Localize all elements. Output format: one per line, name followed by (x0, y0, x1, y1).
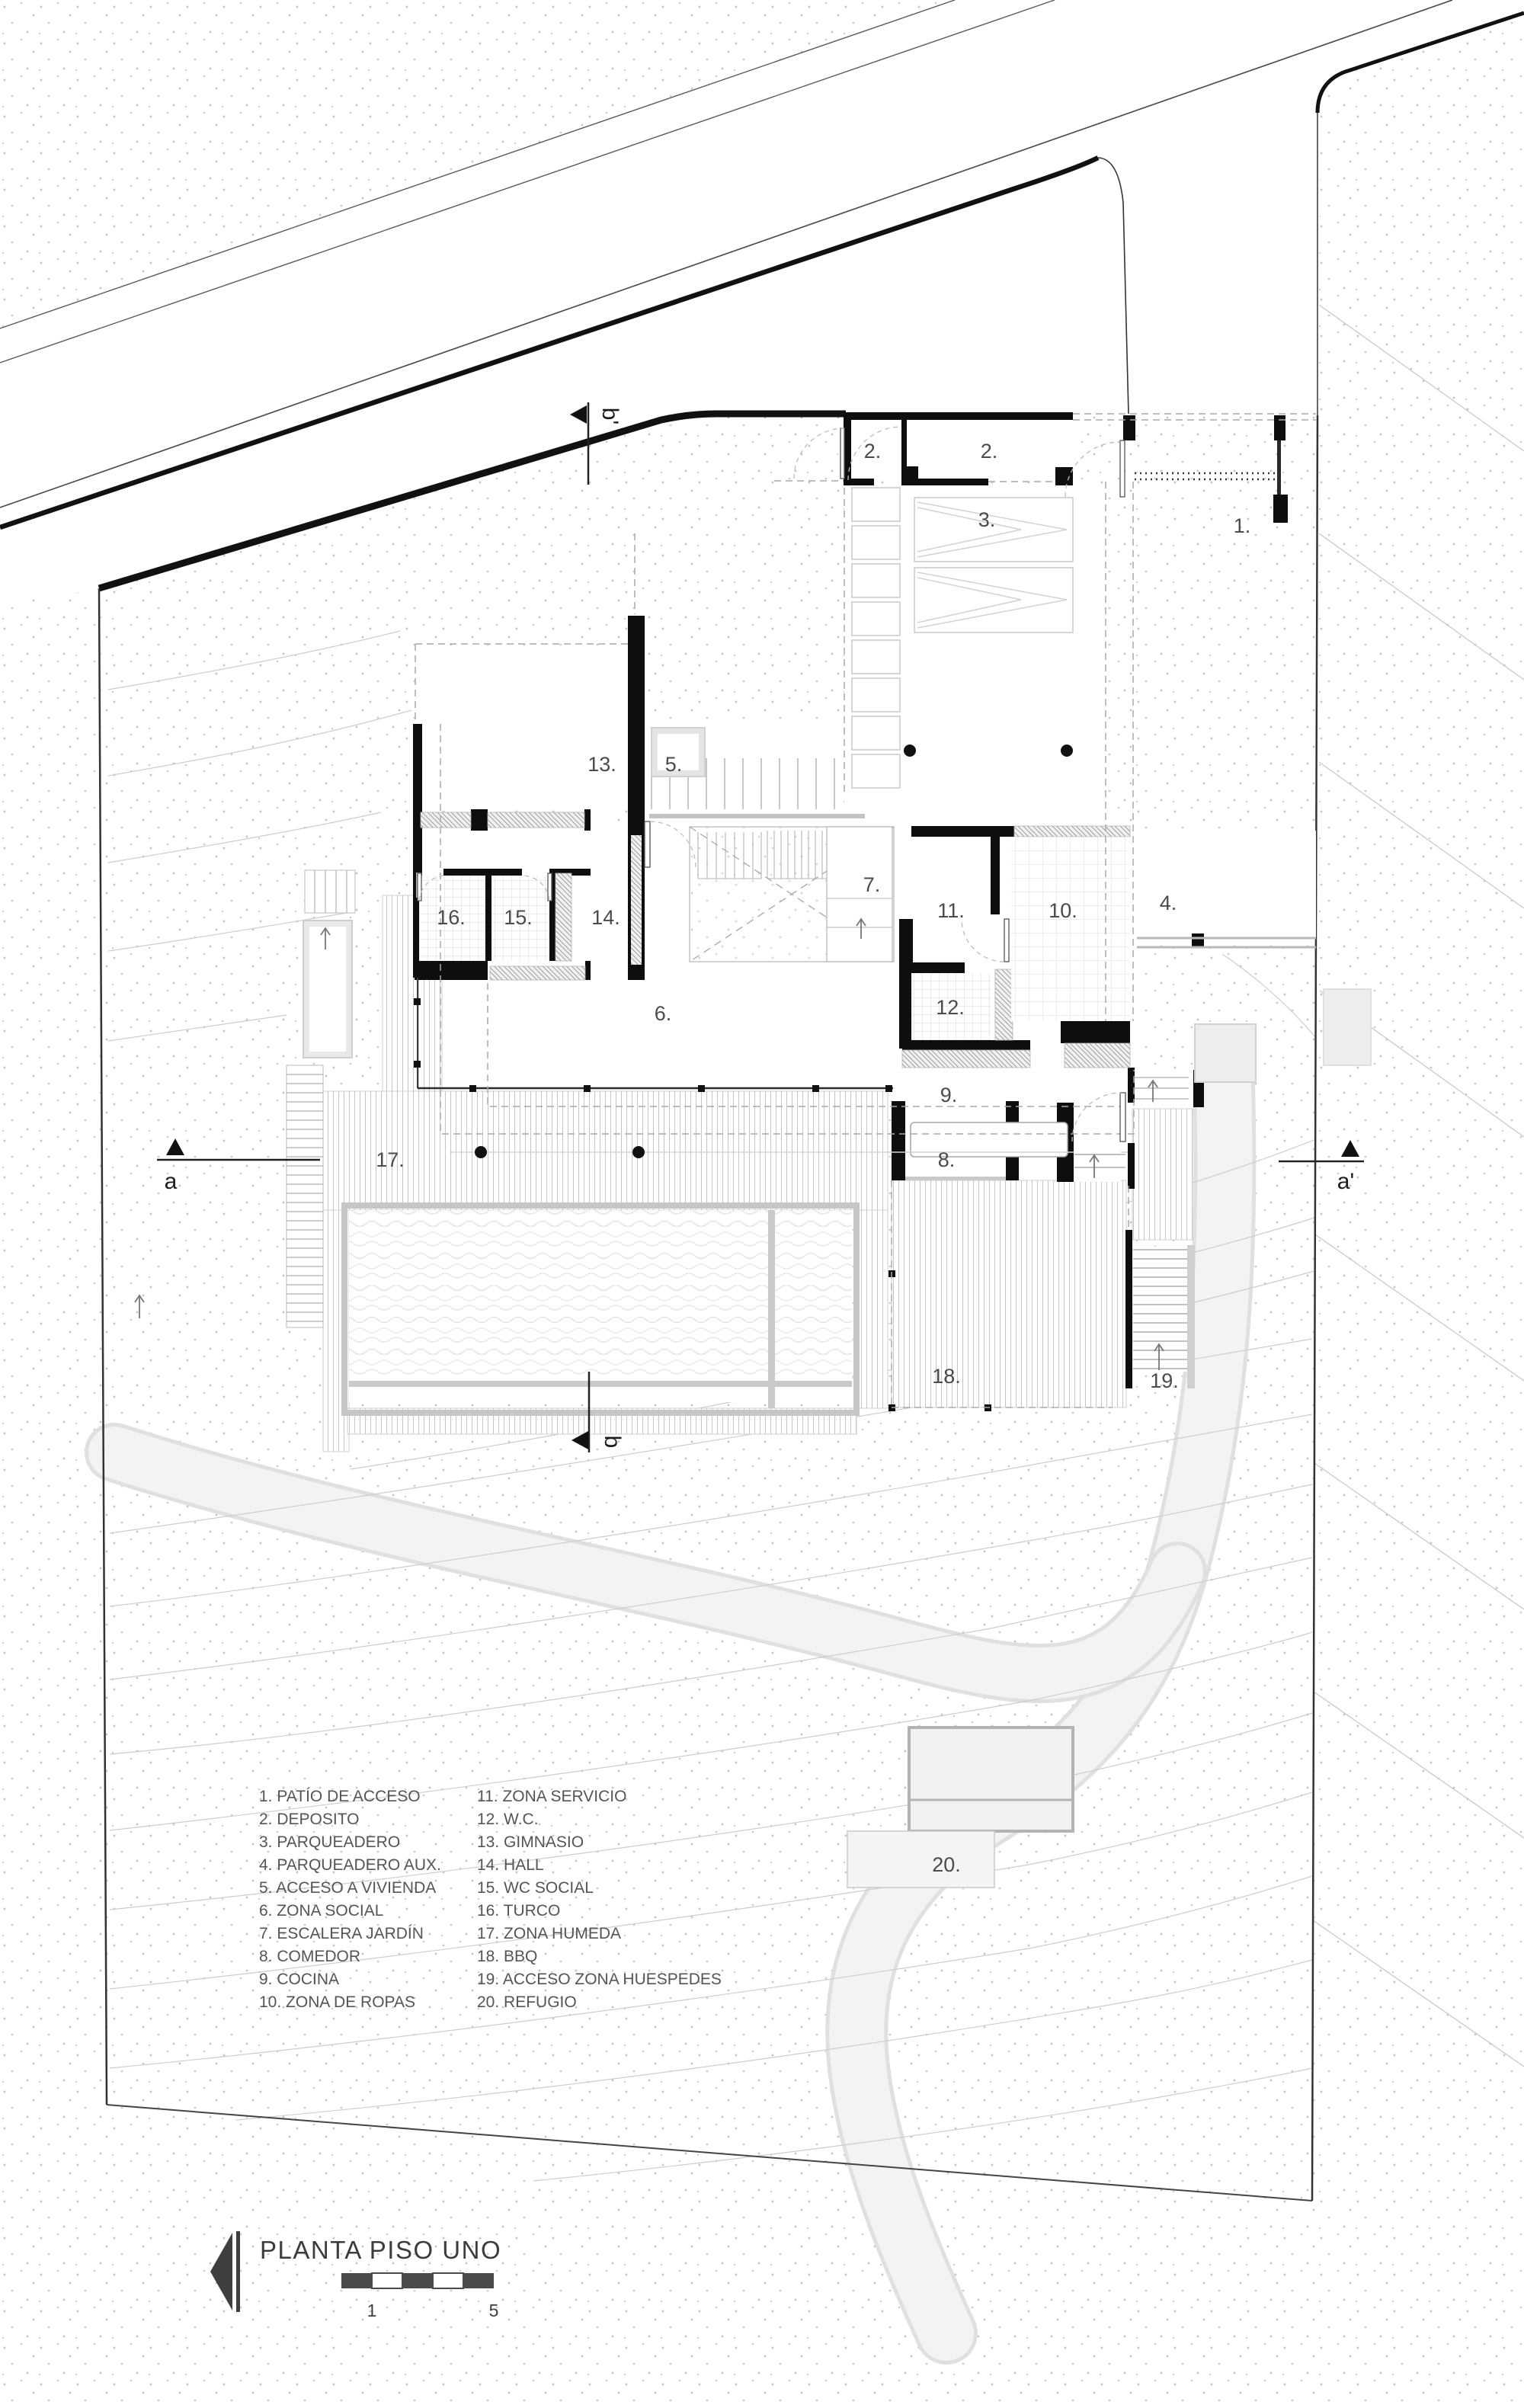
legend-item-14: 14. HALL (477, 1856, 544, 1874)
west-small-stair (304, 869, 356, 914)
boundary-west (98, 588, 108, 2105)
room-labels: 1. 2. 2. 3. 4. 5. 6. 7. 8. 9. 10. 11. 12… (376, 440, 1250, 1876)
garden-stair-west (286, 1065, 324, 1328)
entry-steps (649, 758, 865, 818)
contour-lines (107, 304, 1524, 2182)
legend-item-2: 2. DEPOSITO (259, 1811, 360, 1828)
garden-stair-7 (826, 826, 893, 962)
legend-item-16: 16. TURCO (477, 1902, 560, 1920)
room-label-19: 19. (1150, 1369, 1179, 1392)
boundary-east (1311, 415, 1319, 2201)
driveway-left-edge (1097, 157, 1129, 415)
road-edge-lower (0, 0, 1453, 508)
roof-dashed-lines (415, 413, 1316, 1408)
legend-item-18: 18. BBQ (477, 1948, 537, 1965)
columns (475, 744, 1073, 1158)
legend-item-12: 12. W.C. (477, 1811, 539, 1828)
legend-item-19: 19. ACCESO ZONA HUESPEDES (477, 1971, 722, 1988)
guest-stairs (1133, 988, 1372, 1388)
room-label-10: 10. (1049, 899, 1077, 922)
room-label-8: 8. (938, 1148, 956, 1171)
scale-bar: 1 5 (341, 2272, 499, 2320)
section-letter-b: b (600, 1436, 625, 1449)
interior-stair (689, 826, 895, 962)
room-label-17: 17. (376, 1148, 405, 1171)
scale-tick-5: 5 (489, 2301, 499, 2320)
garage-stalls (914, 497, 1074, 633)
legend-item-6: 6. ZONA SOCIAL (259, 1902, 383, 1920)
page-title: PLANTA PISO UNO (260, 2236, 501, 2264)
door-leaves (417, 427, 1126, 1142)
legend-item-7: 7. ESCALERA JARDÍN (259, 1925, 424, 1942)
room-label-1: 1. (1234, 514, 1251, 537)
door-swings (418, 426, 1122, 1142)
refugio-structure (847, 1726, 1074, 1888)
road-curb-thick (0, 155, 1100, 530)
roads (0, 0, 1524, 530)
room-label-2a: 2. (864, 440, 882, 463)
wood-walls (420, 812, 1131, 1068)
room-label-16: 16. (437, 906, 466, 929)
section-letter-a-prime: a' (1337, 1169, 1354, 1194)
room-label-13: 13. (588, 753, 616, 776)
section-marker-a-prime: a' (1279, 1140, 1364, 1194)
boundary-south (106, 2104, 1313, 2201)
title-block: PLANTA PISO UNO 1 5 (210, 2231, 501, 2320)
legend-item-8: 8. COMEDOR (259, 1948, 360, 1965)
parking-curb (1137, 937, 1316, 949)
legend-item-5: 5. ACCESO A VIVIENDA (259, 1879, 436, 1897)
site-boundary (98, 410, 1319, 2201)
legend-item-11: 11. ZONA SERVICIO (477, 1788, 626, 1805)
legend-item-3: 3. PARQUEADERO (259, 1833, 400, 1851)
legend-item-20: 20. REFUGIO (477, 1993, 577, 2011)
room-label-20: 20. (932, 1853, 961, 1876)
legend: 1. PATÍO DE ACCESO 2. DEPOSITO 3. PARQUE… (259, 1788, 722, 2011)
room-label-11: 11. (937, 899, 965, 922)
legend-item-10: 10. ZONA DE ROPAS (259, 1993, 415, 2011)
scale-tick-1: 1 (367, 2301, 377, 2320)
section-letter-a: a (165, 1169, 178, 1194)
room-label-15: 15. (504, 906, 533, 929)
patio-gate-dotted (1135, 472, 1276, 481)
room-label-12: 12. (936, 996, 965, 1019)
section-marker-b-prime: b' (570, 402, 623, 485)
room-label-3: 3. (978, 508, 996, 531)
room-label-9: 9. (940, 1084, 958, 1106)
room-label-14: 14. (591, 906, 620, 929)
legend-item-15: 15. WC SOCIAL (477, 1879, 594, 1897)
room-label-5: 5. (665, 753, 683, 776)
walls (413, 412, 1288, 1411)
room-label-7: 7. (863, 873, 881, 896)
room-label-18: 18. (932, 1365, 961, 1388)
legend-item-9: 9. COCINA (259, 1971, 339, 1988)
legend-item-17: 17. ZONA HUMEDA (477, 1925, 621, 1942)
legend-item-13: 13. GIMNASIO (477, 1833, 584, 1851)
kitchen-island (910, 1122, 1068, 1158)
road-edge-upper-2 (0, 0, 1055, 363)
section-marker-a: a (157, 1138, 320, 1194)
room-label-4: 4. (1160, 892, 1177, 914)
road-edge-upper-1 (0, 0, 956, 329)
section-markers: a a' b' b (157, 402, 1364, 1452)
boundary-north (98, 410, 846, 592)
patio-steps (851, 487, 901, 789)
tile-floors (419, 837, 1129, 1040)
room-label-2b: 2. (981, 440, 998, 463)
parking-stair (1135, 1070, 1193, 1107)
section-marker-b: b (572, 1372, 625, 1452)
pool (341, 1202, 860, 1416)
section-letter-b-prime: b' (597, 408, 623, 424)
building (134, 412, 1372, 1452)
room-label-6: 6. (655, 1002, 672, 1025)
legend-item-4: 4. PARQUEADERO AUX. (259, 1856, 441, 1874)
comedor-steps (1074, 1143, 1125, 1182)
boundary-top-right (1315, 11, 1524, 114)
title-arrow-icon (210, 2233, 232, 2310)
legend-item-1: 1. PATÍO DE ACCESO (259, 1788, 421, 1805)
stair-arrows (134, 917, 1164, 1370)
